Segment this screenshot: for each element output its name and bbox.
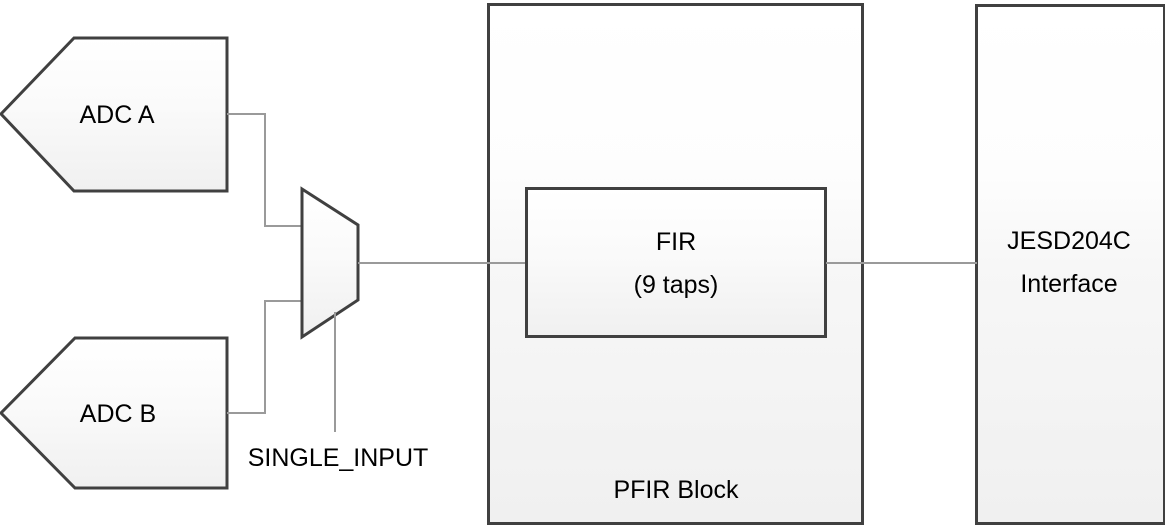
pfir-block-label: PFIR Block	[613, 476, 739, 504]
fir-block	[525, 187, 827, 338]
jesd204c-label-line1: JESD204C	[1007, 227, 1131, 255]
wire-adc-b-to-mux	[227, 300, 302, 414]
adc-b-block	[0, 336, 229, 490]
adc-a-label: ADC A	[79, 101, 155, 129]
adc-b-label: ADC B	[79, 400, 157, 428]
mux-block	[300, 186, 360, 340]
fir-label-line2: (9 taps)	[633, 271, 719, 299]
jesd204c-label-line2: Interface	[1020, 270, 1118, 298]
wire-adc-a-to-mux	[227, 113, 302, 227]
single-input-label: SINGLE_INPUT	[247, 444, 429, 472]
fir-label-line1: FIR	[655, 228, 697, 256]
jesd204c-block	[975, 4, 1165, 525]
adc-a-block	[0, 36, 229, 193]
